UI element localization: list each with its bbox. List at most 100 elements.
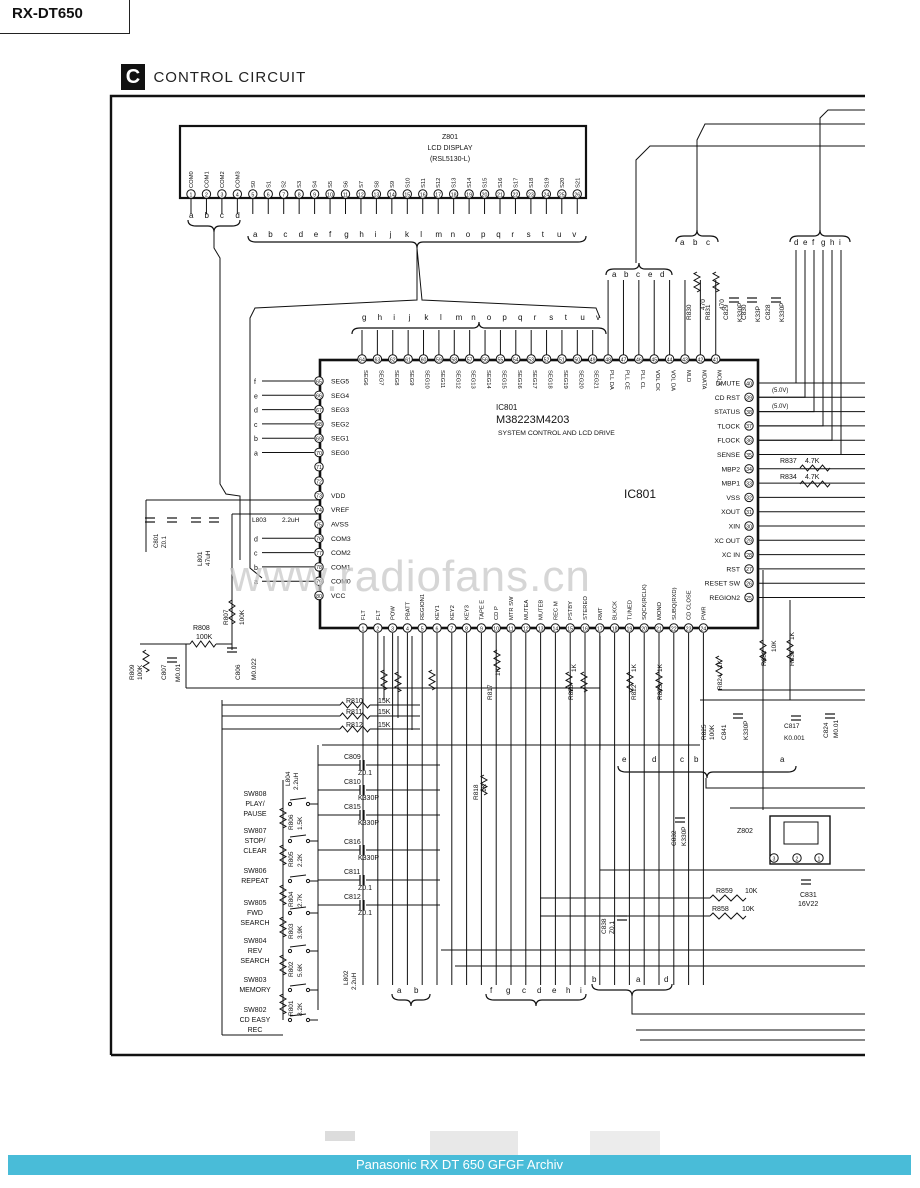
l801-value: 47uH [205,550,212,566]
wire [754,250,824,427]
pin-number: 54 [513,357,519,363]
ic-bottom-pin-name: PSTBY [568,601,574,620]
ic-left-pin-name: SEG3 [331,407,349,414]
c815-ref: C815 [344,804,361,811]
r810-ref: R810 [346,698,363,705]
pin-number: 10 [327,192,333,198]
pin-number: 60 [421,357,427,363]
bus-letter: t [542,230,545,239]
ic-top-pin [372,354,383,364]
pin-number: 73 [316,494,322,500]
pin-number: 76 [316,537,322,543]
lcd-pin-name: S8 [374,181,380,188]
pin-number: 30 [746,524,752,530]
l804-ref: L804 [285,771,292,786]
switch-lever [289,1013,307,1017]
r810-value: 15K [378,698,391,705]
ic-top-pin [541,354,552,364]
ic-ref: IC801 [496,403,518,412]
pin-number: 19 [627,626,633,632]
ic-bottom-pin-name: RMT [598,607,604,620]
bus-line-top-mid [635,145,865,263]
lcd-pin [387,189,397,199]
lcd-pin [356,189,366,199]
pin-number: 2 [796,856,799,862]
voltage-note: (5.0V) [772,388,788,394]
watermark: www.radiofans.cn [230,552,591,601]
pin-number: 14 [553,626,559,632]
lcd-pin [325,189,335,199]
ic-bottom-pin-name: POW [391,606,397,620]
ic-top-pin [711,354,721,364]
resistor-symbol [625,671,635,693]
switch-contact [305,987,311,993]
pin-number: 3 [391,626,394,632]
ic-bottom-pin-name: STEREO [583,596,589,620]
bus-letter: p [502,313,507,322]
switch-contact [305,878,311,884]
ic-bottom-pin-name: FLT [361,610,367,620]
lcd-part: (RSL5130-L) [430,156,470,163]
r807-value: 100K [239,609,246,625]
bus-letter: g [506,986,510,995]
bus-letter: b [414,986,419,995]
bus-letter: a [780,755,785,764]
l803-ref: L803 [252,517,267,524]
pin-number: 41 [713,357,719,363]
switch-lever [289,874,307,878]
c831-value: 16V22 [798,901,818,908]
ic-right-pin-name: XIN [729,524,740,531]
switch-resistor-value: 8.2K [297,1002,304,1016]
c829-value: K330P [737,302,744,322]
bus-letter: j [408,313,411,322]
ic-bottom-pin [506,623,516,633]
bus-letter: a [253,230,258,239]
c817-value: K0.001 [784,735,805,742]
bus-letter: s [527,230,531,239]
ic-left-pin [314,590,324,601]
c806-ref: C806 [235,664,242,680]
ic-top-pin-name: SEG9 [408,370,414,385]
lcd-pin [448,189,459,199]
scan-artifact [430,1131,518,1155]
ic-right-pin [744,492,754,503]
r812-ref: R812 [346,722,363,729]
lcd-pin-name: S1 [266,181,272,188]
r825-value: 100K [709,724,716,740]
pin-number: 27 [746,567,752,573]
switch-label: REV [248,948,263,955]
pin-number: 36 [746,439,752,445]
ic-top-pin-name: SEG15 [500,370,506,389]
switch-ref: SW806 [244,868,267,875]
wire [754,250,797,384]
ic-right-pin-name: CD RST [715,395,740,402]
pin-number: 39 [746,396,752,402]
bus-letter: e [803,238,808,247]
bus-letter: l [440,313,442,322]
ic-top-pin [695,354,706,364]
switch-resistor [278,807,288,829]
ic-top-pin-name: MDATA [700,370,706,390]
pin-number: 56 [482,357,488,363]
switch-lever [289,797,307,801]
pin-number: 18 [451,192,457,198]
ic-top-pin-name: SEG13 [470,370,476,389]
bus-letter: o [466,230,471,239]
bus-letter: f [490,986,493,995]
switch-contact [287,878,293,884]
ic-top-pin-name: PLL CL [639,370,645,390]
bus-letter: c [636,270,640,279]
lcd-pin [232,189,243,199]
ic-left-pin [314,447,324,458]
lcd-pin-name: S21 [575,178,581,188]
pin-number: 20 [482,192,488,198]
pin-number: 35 [746,453,752,459]
r817-ref: R817 [487,684,494,700]
ic-bottom-pin [535,623,546,633]
lcd-seg-brace [247,235,587,249]
bus-letter: k [424,313,429,322]
bus-letter: d [254,536,258,543]
r831-value: 470 [719,299,726,310]
lcd-pin [572,189,582,199]
ic-left-pin [314,547,324,558]
